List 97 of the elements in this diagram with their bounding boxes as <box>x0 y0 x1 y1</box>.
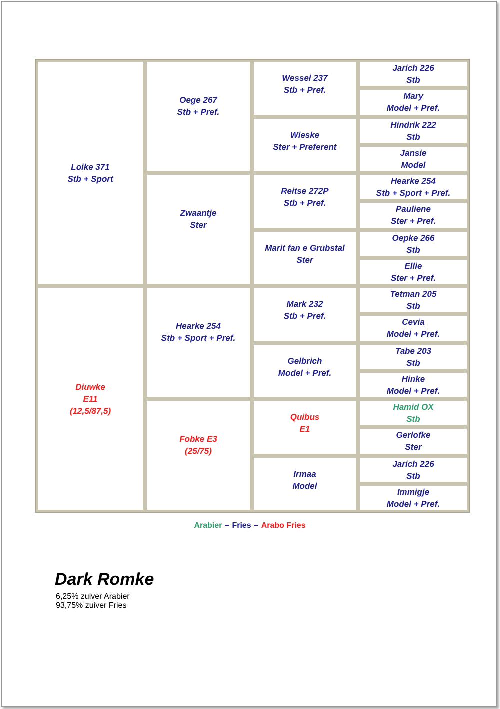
registration-text: Stb + Pref. <box>284 310 326 322</box>
pedigree-cell <box>358 286 469 314</box>
registration-text: Stb + Sport + Pref. <box>376 187 451 200</box>
registration-text: Model + Pref. <box>386 498 440 510</box>
registration-text: Stb <box>406 74 420 86</box>
horse-name: Jarich 226 <box>392 62 434 74</box>
registration-text: Stb + Pref. <box>284 197 326 210</box>
pedigree-cell <box>358 116 469 145</box>
pedigree-cell <box>358 370 469 399</box>
horse-name: Wessel 237 <box>282 72 328 84</box>
horse-name: Zwaantje <box>180 206 217 219</box>
registration-text: Model + Pref. <box>386 102 440 114</box>
pedigree-cell <box>358 342 469 371</box>
pedigree-cell <box>145 399 252 512</box>
pedigree-cell <box>252 342 358 399</box>
pedigree-cell <box>358 144 469 173</box>
horse-name: Reitse 272P <box>281 185 329 198</box>
pedigree-cell <box>252 230 358 286</box>
horse-name: Marit fan e Grubstal <box>265 242 345 254</box>
pedigree-cell <box>252 399 358 456</box>
pedigree-cell <box>358 60 469 88</box>
registration-text: Stb + Sport <box>68 173 114 185</box>
pedigree-cell <box>145 60 252 173</box>
registration-text: Model + Pref. <box>386 328 440 340</box>
registration-text: (25/75) <box>185 444 212 457</box>
registration-text: Ster <box>405 441 422 454</box>
pedigree-cell <box>358 484 469 512</box>
pedigree-cell <box>252 286 358 342</box>
registration-text: E11 <box>83 393 98 405</box>
horse-name: Wieske <box>290 128 320 141</box>
pedigree-cell <box>252 116 358 173</box>
horse-name: Hinke <box>402 372 426 385</box>
horse-name: Gerlofke <box>396 429 431 442</box>
pedigree-cell <box>145 286 252 399</box>
pedigree-cell <box>358 173 469 202</box>
pedigree-cell <box>358 456 469 484</box>
horse-name: Cevia <box>402 316 425 328</box>
registration-text: Stb + Pref. <box>284 84 326 96</box>
pedigree-cell <box>252 60 358 116</box>
horse-name: Oege 267 <box>180 94 218 106</box>
registration-text: Stb <box>406 470 420 482</box>
legend-item: Arabier <box>194 521 222 530</box>
registration-text: Ster + Preferent <box>273 140 337 153</box>
horse-name: Hamid OX <box>393 401 434 414</box>
pedigree-cell <box>358 201 469 230</box>
horse-name: Irmaa <box>294 468 316 480</box>
horse-name: Immigje <box>397 486 430 498</box>
pedigree-cell <box>358 399 469 428</box>
registration-text: Model + Pref. <box>278 366 332 379</box>
horse-name: Mark 232 <box>286 298 324 310</box>
pedigree-cell <box>36 286 145 512</box>
horse-name: Hearke 254 <box>176 320 221 332</box>
title: Dark Romke <box>55 570 154 590</box>
legend-item: Fries <box>232 521 252 530</box>
horse-name: Hindrik 222 <box>390 118 436 131</box>
registration-text: Stb <box>406 356 420 369</box>
horse-name: Tabe 203 <box>395 344 432 357</box>
pedigree-cell <box>358 314 469 342</box>
registration-text: Model <box>401 158 426 171</box>
horse-name: Mary <box>404 90 424 102</box>
registration-text: Stb + Pref. <box>177 106 220 118</box>
registration-text: E1 <box>300 423 310 436</box>
horse-name: Fobke E3 <box>180 432 218 445</box>
horse-name: Ellie <box>404 260 422 272</box>
registration-text: (12,5/87,5) <box>70 405 112 417</box>
registration-text: Model + Pref. <box>386 384 440 397</box>
registration-text: Ster + Pref. <box>390 272 436 284</box>
note-text: 6,25% zuiver Arabier <box>56 592 130 601</box>
horse-name: Quibus <box>290 411 320 424</box>
registration-text: Stb <box>406 130 420 143</box>
registration-text: Ster <box>296 254 314 266</box>
pedigree-cell <box>36 60 145 286</box>
registration-text: Stb <box>406 300 420 312</box>
pedigree-cell <box>358 230 469 258</box>
registration-text: Ster <box>190 218 207 231</box>
horse-name: Jansie <box>400 146 427 159</box>
pedigree-cell <box>252 173 358 230</box>
pedigree-cell <box>252 456 358 512</box>
registration-text: Model <box>292 480 318 492</box>
registration-text: Stb + Sport + Pref. <box>161 332 236 344</box>
horse-name: Gelbrich <box>288 354 322 367</box>
horse-name: Tetman 205 <box>390 288 437 300</box>
horse-name: Loike 371 <box>71 161 110 173</box>
horse-name: Diuwke <box>76 381 106 393</box>
horse-name: Jarich 226 <box>392 458 434 470</box>
pedigree-cell <box>358 88 469 116</box>
legend-item: Arabo Fries <box>261 521 306 530</box>
note-text: 93,75% zuiver Fries <box>56 601 127 610</box>
horse-name: Hearke 254 <box>391 175 436 188</box>
pedigree-cell <box>358 258 469 286</box>
horse-name: Oepke 266 <box>392 232 435 244</box>
horse-name: Pauliene <box>396 203 431 216</box>
pedigree-cell <box>358 427 469 456</box>
registration-text: Ster + Pref. <box>390 215 436 228</box>
registration-text: Stb <box>406 413 420 426</box>
pedigree-cell <box>145 173 252 286</box>
registration-text: Stb <box>406 244 420 256</box>
